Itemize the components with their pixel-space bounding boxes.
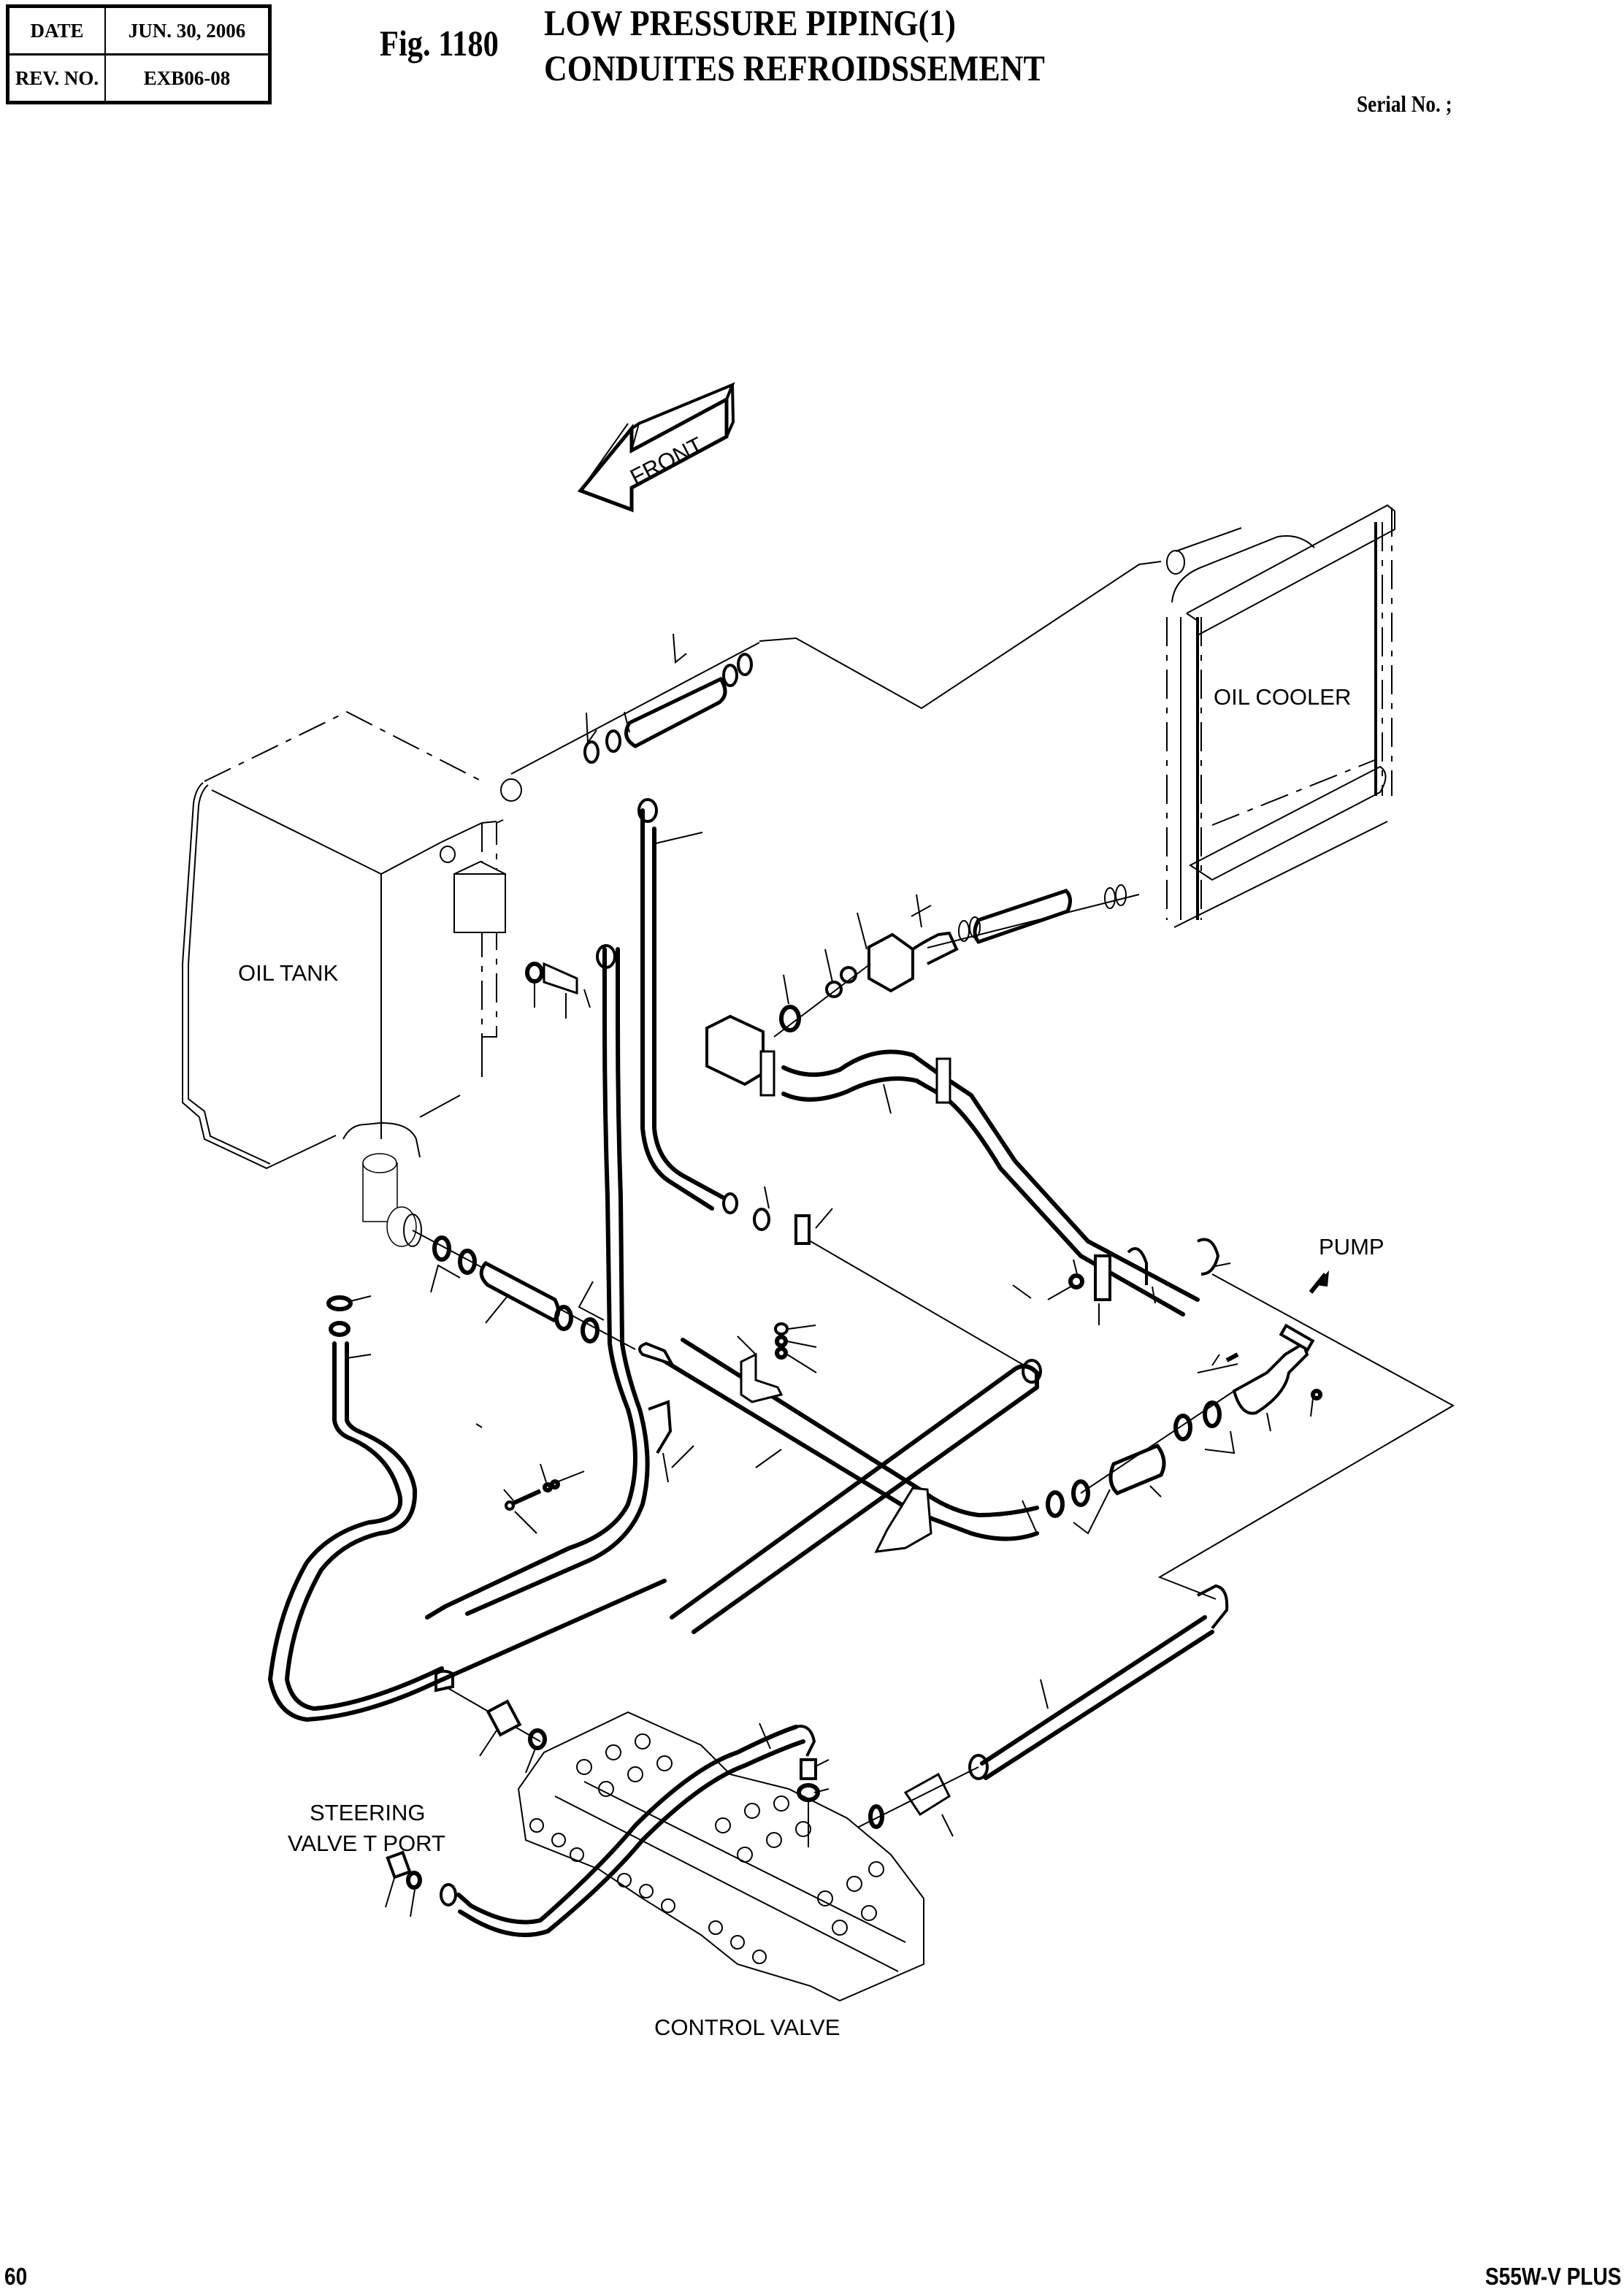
rev-no-label: REV. NO. xyxy=(7,53,106,104)
return-manifold xyxy=(638,1322,1042,1634)
pump-label: PUMP xyxy=(1319,1234,1384,1260)
figure-number: Fig. 1180 xyxy=(380,23,499,64)
rev-no-value: EXB06-08 xyxy=(104,53,271,104)
steering-adapter xyxy=(434,1445,694,1774)
model-name: S55W-V PLUS xyxy=(1485,2263,1621,2290)
vertical-return-hoses xyxy=(425,798,725,1620)
oil-tank-label: OIL TANK xyxy=(238,960,339,986)
cooler-inlet-fitting xyxy=(773,884,1140,1038)
steering-label-line1: STEERING xyxy=(310,1800,425,1825)
upper-cooler-hose xyxy=(510,633,760,775)
control-valve-label: CONTROL VALVE xyxy=(654,2015,840,2040)
front-direction-arrow-icon: FRONT xyxy=(577,382,735,513)
date-label: DATE xyxy=(7,5,106,55)
revision-info-table: DATE JUN. 30, 2006 REV. NO. EXB06-08 xyxy=(6,4,272,104)
steering-label-line2: VALVE T PORT xyxy=(288,1831,445,1856)
page-title-english: LOW PRESSURE PIPING(1) xyxy=(544,2,956,43)
page-number: 60 xyxy=(4,2263,28,2290)
control-valve: CONTROL VALVE xyxy=(517,1711,924,2040)
connection-line-upper xyxy=(759,561,1162,710)
steering-return-hose xyxy=(268,1295,667,1722)
steering-port-hose: STEERING VALVE T PORT xyxy=(288,1722,830,1937)
tank-return-hose xyxy=(412,1230,636,1350)
oil-tank: OIL TANK xyxy=(182,710,522,1247)
oil-cooler-label: OIL COOLER xyxy=(1214,684,1351,710)
serial-number-label: Serial No. ; xyxy=(1357,91,1452,117)
control-valve-supply-hose xyxy=(839,1615,1214,1837)
date-value: JUN. 30, 2006 xyxy=(104,5,271,55)
pump-suction-hose: PUMP xyxy=(1022,1234,1455,1630)
tank-side-fitting xyxy=(525,962,578,1019)
page-title-french: CONDUITES REFROIDSSEMENT xyxy=(544,47,1045,88)
bracket-bolt-assembly xyxy=(1012,1238,1231,1325)
oil-cooler: OIL COOLER xyxy=(1166,504,1395,928)
tee-fitting xyxy=(722,1186,1038,1373)
long-bolt xyxy=(475,1423,585,1511)
center-cooler-hose xyxy=(705,1014,1200,1316)
